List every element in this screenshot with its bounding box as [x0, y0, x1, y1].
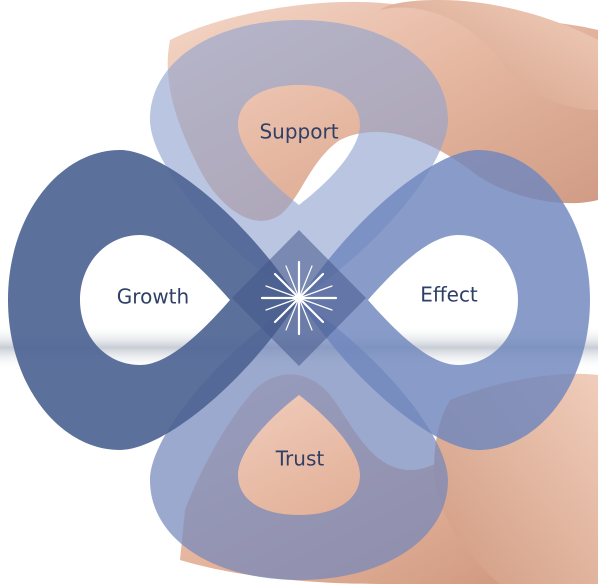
sparkle-star-icon — [260, 260, 338, 336]
label-support: Support — [259, 120, 338, 144]
label-trust: Trust — [275, 447, 325, 471]
petal-rings — [8, 20, 590, 580]
label-effect: Effect — [420, 283, 478, 307]
hand-top-fingers — [380, 0, 598, 110]
label-growth: Growth — [117, 285, 189, 309]
ring-right — [299, 150, 590, 450]
ring-left — [8, 150, 299, 450]
